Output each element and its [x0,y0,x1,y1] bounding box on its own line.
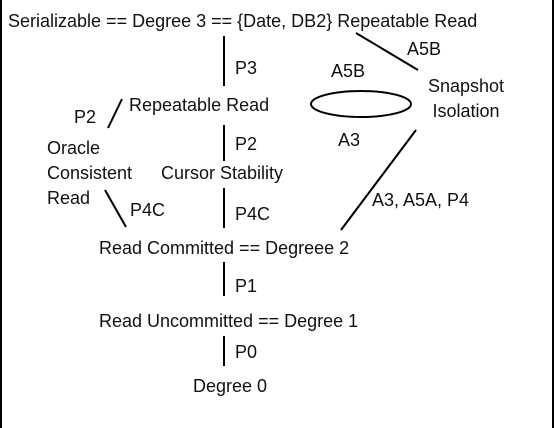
node-cursor-stability: Cursor Stability [161,163,283,183]
node-oracle-consistent-read-line3: Read [47,188,90,208]
edge-label-p2-left: P2 [74,107,96,127]
node-oracle-consistent-read-line1: Oracle [47,138,100,158]
node-degree-0: Degree 0 [193,376,267,396]
edge-label-p2-center: P2 [235,134,257,154]
edge-label-a3: A3 [338,130,360,150]
node-snapshot-isolation-line2: Isolation [432,101,499,121]
node-repeatable-read: Repeatable Read [129,95,269,115]
node-serializable: Serializable == Degree 3 == {Date, DB2} … [8,11,477,31]
edge-repeatable-read-snapshot-ellipse [310,90,412,118]
edge-repeatable-read-oracle [107,98,123,129]
edge-label-a5b-top: A5B [407,39,441,59]
node-oracle-consistent-read-line2: Consistent [47,163,132,183]
node-read-uncommitted: Read Uncommitted == Degree 1 [99,311,358,331]
edge-label-p0: P0 [235,342,257,362]
edge-label-p4c-left: P4C [130,200,165,220]
edge-label-p3: P3 [235,58,257,78]
edge-label-p1: P1 [235,276,257,296]
node-snapshot-isolation-line1: Snapshot [428,76,504,96]
node-read-committed: Read Committed == Degreee 2 [99,238,349,258]
edge-snapshot-read-committed [340,129,417,231]
edge-label-p4c-center: P4C [235,204,270,224]
edge-serializable-snapshot [355,32,419,71]
edge-label-a3-a5a-p4: A3, A5A, P4 [372,190,469,210]
edge-oracle-read-committed [104,189,127,228]
edge-label-a5b-ellipse: A5B [331,61,365,81]
